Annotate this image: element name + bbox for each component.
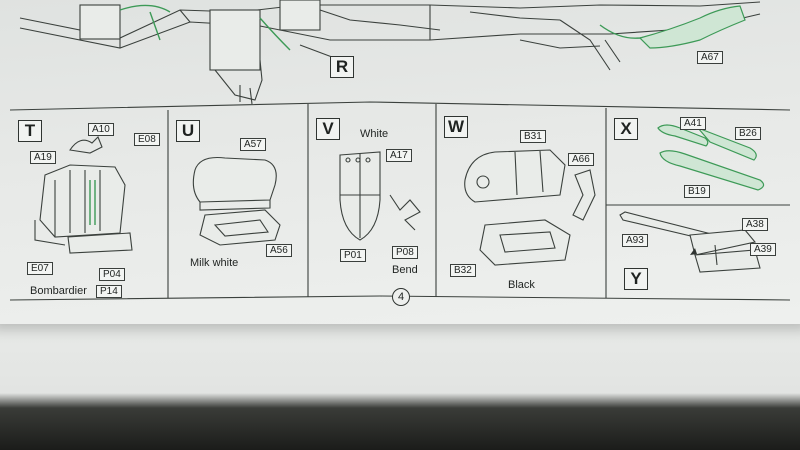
color-note-bend: Bend: [392, 264, 418, 276]
part-label-a39: A39: [750, 243, 776, 256]
step-letter-r: R: [330, 56, 354, 78]
step-letter-w: W: [444, 116, 468, 138]
table-surface: [0, 300, 800, 450]
color-note-black: Black: [508, 279, 535, 291]
part-label-a93: A93: [622, 234, 648, 247]
rod-bracket-drawing: [619, 211, 761, 273]
color-note-white: White: [360, 128, 389, 140]
part-label-a57: A57: [240, 138, 266, 151]
part-label-a10: A10: [88, 123, 114, 136]
chassis-drawing: [19, 0, 761, 105]
part-label-p01: P01: [340, 249, 366, 262]
exhaust-pipes-drawing: [657, 124, 765, 191]
engine-parts-drawing: [464, 149, 596, 266]
shield-drawing: [339, 151, 421, 241]
part-label-b19: B19: [684, 185, 710, 198]
panel-frame: [9, 101, 791, 301]
step-letter-x: X: [614, 118, 638, 140]
part-label-p08: P08: [392, 246, 418, 259]
part-label-b26: B26: [735, 127, 761, 140]
part-label-a41: A41: [680, 117, 706, 130]
page-number: 4: [392, 288, 410, 306]
part-label-p14: P14: [96, 285, 122, 298]
part-label-a38: A38: [742, 218, 768, 231]
step-letter-y: Y: [624, 268, 648, 290]
part-label-a67: A67: [697, 51, 723, 64]
step-letter-u: U: [176, 120, 200, 142]
part-label-a19: A19: [30, 151, 56, 164]
step-letter-v: V: [316, 118, 340, 140]
part-label-p04: P04: [99, 268, 125, 281]
part-label-b32: B32: [450, 264, 476, 277]
part-label-a56: A56: [266, 244, 292, 257]
part-label-e07: E07: [27, 262, 53, 275]
tank-drawing: [192, 156, 281, 246]
part-label-e08: E08: [134, 133, 160, 146]
color-note-bombardier: Bombardier: [30, 285, 87, 297]
part-label-a17: A17: [386, 149, 412, 162]
instruction-sheet: [0, 0, 800, 324]
fire-extinguisher-drawing: [34, 136, 133, 254]
part-label-a66: A66: [568, 153, 594, 166]
color-note-milk-white: Milk white: [190, 257, 239, 269]
step-letter-t: T: [18, 120, 42, 142]
part-label-b31: B31: [520, 130, 546, 143]
